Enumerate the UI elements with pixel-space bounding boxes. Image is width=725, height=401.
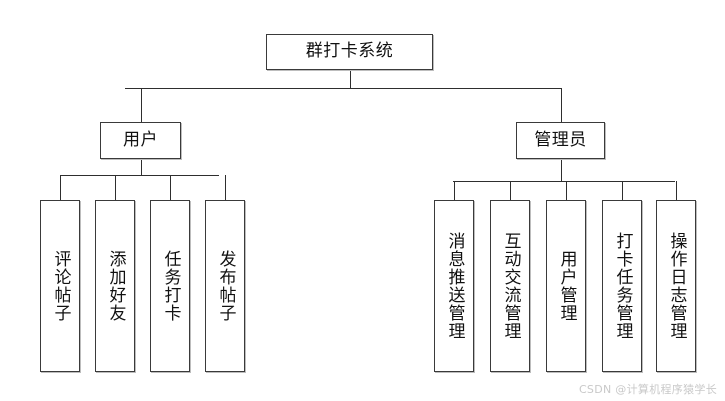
node-leaf-操作日志管理[interactable]: 操作日志管理 [656,200,696,372]
node-leaf-评论帖子[interactable]: 评论帖子 [40,200,80,372]
connector-branch-1-bus [60,175,219,176]
node-root-label: 群打卡系统 [305,41,394,62]
connector-leaf-消息推送管理 [454,181,455,200]
node-leaf-互动交流管理-label: 互动交流管理 [500,232,521,340]
connector-top-bus [125,88,561,89]
node-branch-管理员-label: 管理员 [534,129,587,150]
node-leaf-打卡任务管理[interactable]: 打卡任务管理 [602,200,642,372]
node-root[interactable]: 群打卡系统 [266,34,433,70]
connector-leaf-任务打卡 [170,175,171,200]
node-leaf-用户管理[interactable]: 用户管理 [546,200,586,372]
connector-leaf-发布帖子 [225,175,226,200]
connector-branch-2-bus [453,181,675,182]
node-leaf-发布帖子[interactable]: 发布帖子 [205,200,245,372]
node-branch-管理员[interactable]: 管理员 [516,122,605,159]
node-leaf-评论帖子-label: 评论帖子 [50,250,71,322]
connector-branch-1-drop [141,159,142,175]
node-branch-用户[interactable]: 用户 [100,122,181,159]
node-leaf-互动交流管理[interactable]: 互动交流管理 [490,200,530,372]
node-leaf-添加好友-label: 添加好友 [105,250,126,322]
node-leaf-发布帖子-label: 发布帖子 [215,250,236,322]
connector-leaf-互动交流管理 [510,181,511,200]
node-branch-用户-label: 用户 [123,129,158,150]
connector-branch-2-stem [561,88,562,122]
connector-leaf-评论帖子 [60,175,61,200]
connector-branch-2-drop [561,159,562,181]
node-leaf-任务打卡[interactable]: 任务打卡 [150,200,190,372]
node-leaf-消息推送管理-label: 消息推送管理 [444,232,465,340]
watermark: CSDN @计算机程序猿学长 [578,383,717,396]
node-leaf-任务打卡-label: 任务打卡 [160,250,181,322]
node-leaf-添加好友[interactable]: 添加好友 [95,200,135,372]
node-leaf-操作日志管理-label: 操作日志管理 [666,232,687,340]
connector-leaf-操作日志管理 [676,181,677,200]
connector-branch-1-stem [141,88,142,122]
connector-root-stem [350,70,351,88]
node-leaf-消息推送管理[interactable]: 消息推送管理 [434,200,474,372]
connector-leaf-添加好友 [115,175,116,200]
node-leaf-用户管理-label: 用户管理 [556,250,577,322]
node-leaf-打卡任务管理-label: 打卡任务管理 [612,232,633,340]
connector-leaf-打卡任务管理 [622,181,623,200]
connector-leaf-用户管理 [566,181,567,200]
